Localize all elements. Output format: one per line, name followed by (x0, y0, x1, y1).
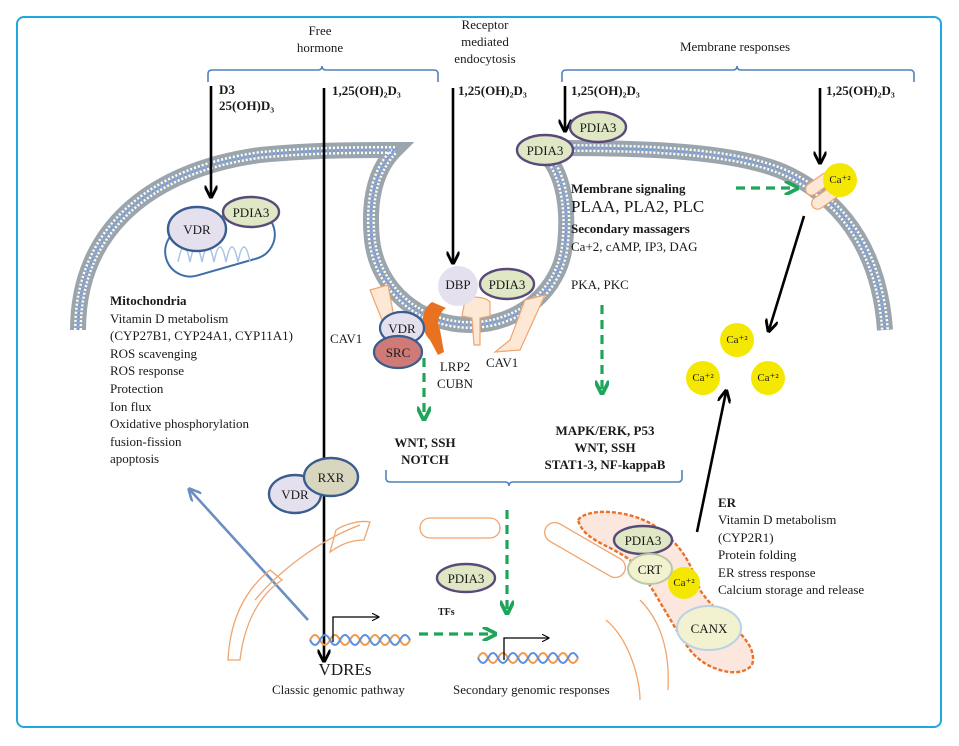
mito-item: ROS scavenging (110, 345, 198, 361)
label-classic-pathway: Classic genomic pathway (272, 682, 405, 697)
ligand-calcitriol-membrane-2: 1,25(OH)₂D₃ (826, 83, 895, 98)
calcium-ions (668, 163, 857, 599)
bracket-pathways (385, 470, 683, 487)
mito-item: apoptosis (110, 451, 160, 467)
blue-arrow (190, 490, 309, 621)
ligand-25ohd3: 25(OH)D₃ (219, 98, 275, 113)
pdia3-mito (221, 195, 281, 229)
er-item: ER stress response (718, 564, 816, 580)
er-item: (CYP2R1) (718, 529, 774, 545)
pdia3-nucleus (435, 562, 497, 594)
label-src: SRC (385, 345, 411, 360)
dna-secondary (477, 638, 579, 664)
ligand-calcitriol-membrane-1: 1,25(OH)₂D₃ (571, 83, 640, 98)
crt (627, 553, 673, 585)
label-vdr-endocytosis: VDR (388, 321, 416, 336)
pdia3-endocytosis (478, 267, 536, 301)
label-tfs: TFs (438, 607, 455, 618)
header-membrane-responses: Membrane responses (679, 39, 791, 54)
mito-item: Vitamin D metabolism (110, 310, 229, 326)
label-cav1-right: CAV1 (486, 355, 519, 370)
pathways-left: WNT, SSH NOTCH (394, 435, 456, 467)
label-calcium-3: Ca⁺² (757, 372, 779, 384)
header-free-hormone: Free hormone (296, 23, 344, 55)
ligand-d3: D3 (219, 82, 235, 97)
label-cav1-left: CAV1 (330, 331, 363, 346)
er-item: Vitamin D metabolism (718, 512, 837, 528)
ligand-calcitriol-endocytosis: 1,25(OH)₂D₃ (458, 83, 527, 98)
mitochondria-title: Mitochondria (110, 293, 187, 308)
mito-item: Ion flux (110, 398, 152, 414)
header-receptor-mediated-endocytosis: Receptor mediated endocytosis (454, 17, 516, 66)
mitochondria-functions: Mitochondria Vitamin D metabolism (CYP27… (110, 292, 293, 468)
green-dashed-arrows (419, 188, 796, 634)
membrane-signaling-title: Membrane signaling (571, 181, 686, 196)
label-secondary-responses: Secondary genomic responses (453, 682, 610, 697)
mito-item: fusion-fission (110, 433, 182, 449)
label-rxr: RXR (317, 470, 345, 485)
membrane-signaling-enzymes: PLAA, PLA2, PLC (571, 197, 705, 216)
mito-item: Oxidative phosphorylation (110, 416, 250, 432)
label-calcium-channel: Ca⁺² (829, 174, 851, 186)
er-item: Calcium storage and release (718, 582, 865, 598)
label-pdia3-endocytosis: PDIA3 (488, 277, 526, 292)
label-pdia3-er: PDIA3 (624, 533, 662, 548)
pathways-right: MAPK/ERK, P53 WNT, SSH STAT1-3, NF-kappa… (544, 423, 666, 472)
label-canx: CANX (690, 621, 728, 636)
mito-item: ROS response (110, 363, 185, 379)
diagram-frame (16, 16, 942, 728)
pdia3-membrane-2 (515, 133, 575, 167)
pdia3-membrane-1 (568, 110, 628, 144)
label-vdr-nuclear: VDR (281, 487, 309, 502)
er-item: Protein folding (718, 547, 797, 563)
dna-classic (309, 617, 411, 646)
canx (676, 605, 742, 651)
src (372, 334, 424, 370)
black-arrows (211, 86, 820, 660)
label-pdia3-mito: PDIA3 (232, 205, 270, 220)
ligand-calcitriol-free: 1,25(OH)₂D₃ (332, 83, 401, 98)
label-crt: CRT (637, 562, 663, 577)
kinases: PKA, PKC (571, 277, 629, 292)
er-functions: ER Vitamin D metabolism (CYP2R1) Protein… (718, 494, 864, 598)
mito-item: Protection (110, 380, 164, 396)
label-pdia3-membrane-1: PDIA3 (579, 120, 617, 135)
label-vdr-mito: VDR (183, 222, 211, 237)
nuclear-envelope (227, 517, 669, 701)
er-title: ER (718, 495, 737, 510)
secondary-messengers-items: Ca+2, cAMP, IP3, DAG (571, 239, 698, 254)
label-lrp2-cubn: LRP2 CUBN (436, 359, 474, 391)
bracket-membrane-responses (561, 65, 915, 82)
label-calcium-2: Ca⁺² (692, 372, 714, 384)
label-calcium-1: Ca⁺² (726, 334, 748, 346)
secondary-messengers-title: Secondary massagers (571, 221, 690, 236)
label-calcium-er: Ca⁺² (673, 577, 695, 589)
bracket-free-hormone (207, 65, 439, 82)
label-dbp: DBP (445, 277, 471, 292)
label-vdres: VDREs (318, 660, 372, 679)
label-pdia3-nucleus: PDIA3 (447, 571, 485, 586)
mito-item: (CYP27B1, CYP24A1, CYP11A1) (110, 328, 293, 344)
vdr-mito (166, 205, 228, 253)
rxr (302, 456, 360, 498)
label-pdia3-membrane-2: PDIA3 (526, 143, 564, 158)
dbp (438, 266, 478, 306)
